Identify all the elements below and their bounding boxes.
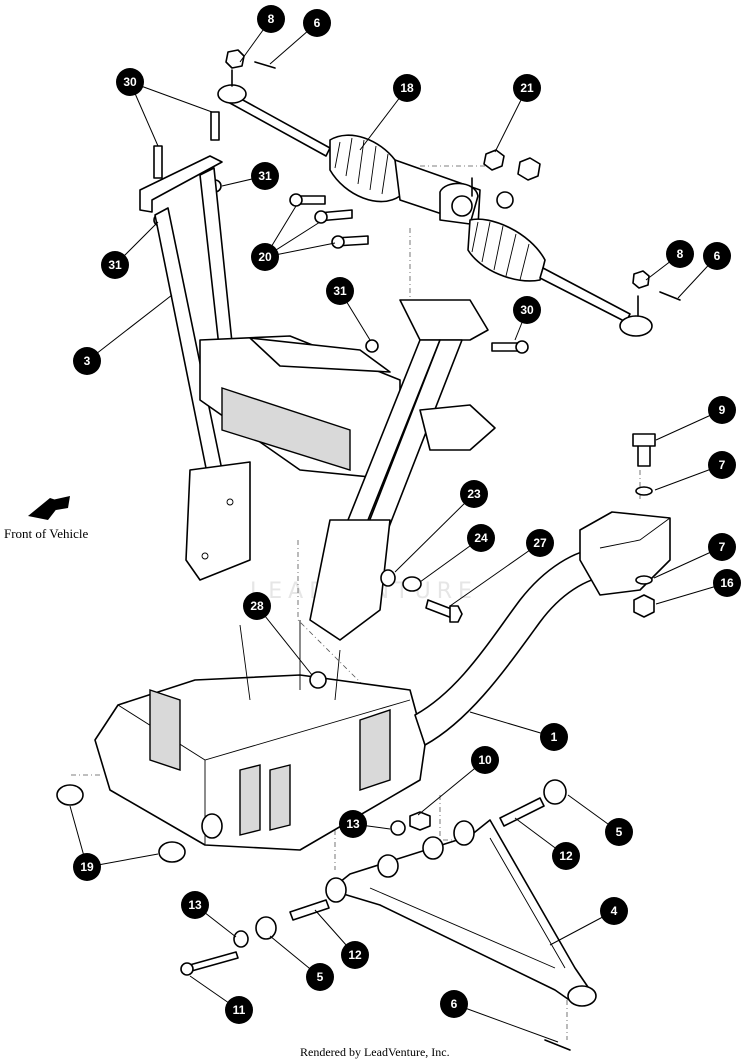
svg-text:30: 30 — [520, 303, 534, 317]
svg-text:7: 7 — [719, 458, 726, 472]
svg-text:5: 5 — [616, 825, 623, 839]
callout-6: 6 — [303, 9, 331, 37]
svg-text:8: 8 — [677, 247, 684, 261]
callout-12: 12 — [341, 941, 369, 969]
callout-21: 21 — [513, 74, 541, 102]
callout-6: 6 — [440, 990, 468, 1018]
svg-text:5: 5 — [317, 970, 324, 984]
svg-text:21: 21 — [520, 81, 534, 95]
mounting-pan — [94, 620, 426, 851]
svg-text:18: 18 — [400, 81, 414, 95]
svg-text:1: 1 — [551, 730, 558, 744]
svg-text:12: 12 — [348, 948, 362, 962]
callout-13: 13 — [181, 891, 209, 919]
svg-text:3: 3 — [84, 354, 91, 368]
svg-text:31: 31 — [258, 169, 272, 183]
callout-8: 8 — [666, 240, 694, 268]
svg-text:16: 16 — [720, 576, 734, 590]
svg-text:23: 23 — [467, 487, 481, 501]
svg-text:6: 6 — [314, 16, 321, 30]
callout-1: 1 — [540, 723, 568, 751]
svg-text:7: 7 — [719, 540, 726, 554]
svg-text:11: 11 — [233, 1003, 246, 1017]
axle-beam — [414, 433, 671, 746]
callout-5: 5 — [605, 818, 633, 846]
svg-text:6: 6 — [451, 997, 458, 1011]
svg-text:31: 31 — [333, 284, 347, 298]
callout-24: 24 — [467, 524, 495, 552]
svg-text:12: 12 — [559, 849, 573, 863]
svg-text:31: 31 — [108, 258, 122, 272]
control-arm — [180, 779, 597, 1051]
frame-bracket — [139, 155, 496, 641]
svg-text:6: 6 — [714, 249, 721, 263]
callout-4: 4 — [600, 897, 628, 925]
callout-16: 16 — [713, 569, 741, 597]
svg-text:8: 8 — [268, 12, 275, 26]
plugs — [56, 784, 186, 863]
svg-text:4: 4 — [611, 904, 618, 918]
callout-6: 6 — [703, 242, 731, 270]
callout-7: 7 — [708, 451, 736, 479]
svg-text:20: 20 — [258, 250, 272, 264]
callout-31: 31 — [101, 251, 129, 279]
svg-text:13: 13 — [346, 817, 360, 831]
front-of-vehicle-label: Front of Vehicle — [4, 526, 89, 541]
callout-9: 9 — [708, 396, 736, 424]
callout-20: 20 — [251, 243, 279, 271]
callout-5: 5 — [306, 963, 334, 991]
front-arrow-icon — [28, 496, 70, 520]
callout-31: 31 — [326, 277, 354, 305]
callout-10: 10 — [471, 746, 499, 774]
callout-7: 7 — [708, 533, 736, 561]
rack-hardware — [153, 49, 681, 354]
steering-rack — [217, 69, 653, 337]
callout-18: 18 — [393, 74, 421, 102]
callout-28: 28 — [243, 592, 271, 620]
callout-11: 11 — [225, 996, 253, 1024]
callout-23: 23 — [460, 480, 488, 508]
svg-text:28: 28 — [250, 599, 264, 613]
callout-3: 3 — [73, 347, 101, 375]
svg-text:19: 19 — [80, 860, 94, 874]
mid-hardware — [380, 569, 463, 623]
svg-text:13: 13 — [188, 898, 202, 912]
svg-text:10: 10 — [478, 753, 492, 767]
callout-8: 8 — [257, 5, 285, 33]
svg-text:27: 27 — [533, 536, 547, 550]
callout-30: 30 — [116, 68, 144, 96]
svg-text:24: 24 — [474, 531, 488, 545]
callout-31: 31 — [251, 162, 279, 190]
svg-text:9: 9 — [719, 403, 726, 417]
callout-13: 13 — [339, 810, 367, 838]
callout-27: 27 — [526, 529, 554, 557]
callout-30: 30 — [513, 296, 541, 324]
callout-19: 19 — [73, 853, 101, 881]
svg-text:30: 30 — [123, 75, 137, 89]
footer-credit: Rendered by LeadVenture, Inc. — [300, 1045, 450, 1059]
callout-12: 12 — [552, 842, 580, 870]
